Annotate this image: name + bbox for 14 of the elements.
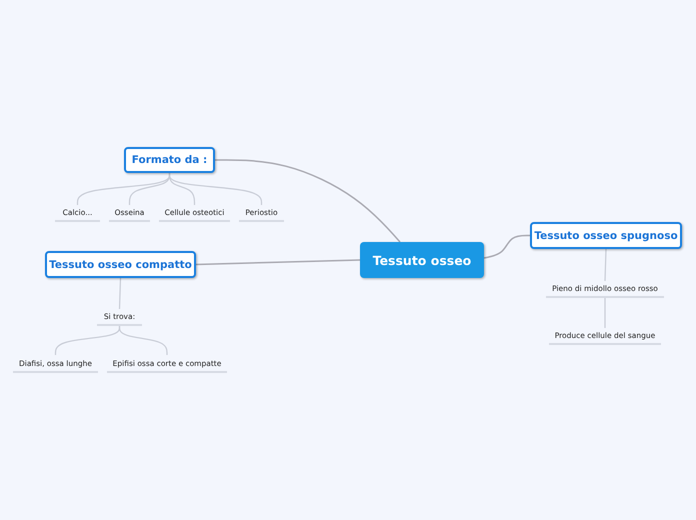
connector-line — [118, 278, 122, 310]
topic-box: Tessuto osseo compatto — [45, 251, 196, 278]
connector-line — [54, 326, 120, 355]
topic-box: Tessuto osseo spugnoso — [530, 222, 682, 249]
connector-line — [168, 173, 262, 205]
connector-line — [76, 173, 170, 205]
connector-line — [215, 159, 401, 242]
central-topic-box: Tessuto osseo — [360, 242, 484, 278]
topic-box: Formato da : — [124, 147, 215, 173]
connector-line — [196, 259, 360, 266]
connector-line — [484, 234, 530, 259]
connector-line — [118, 326, 168, 355]
connector-line — [604, 248, 607, 282]
connector-line — [604, 298, 606, 328]
